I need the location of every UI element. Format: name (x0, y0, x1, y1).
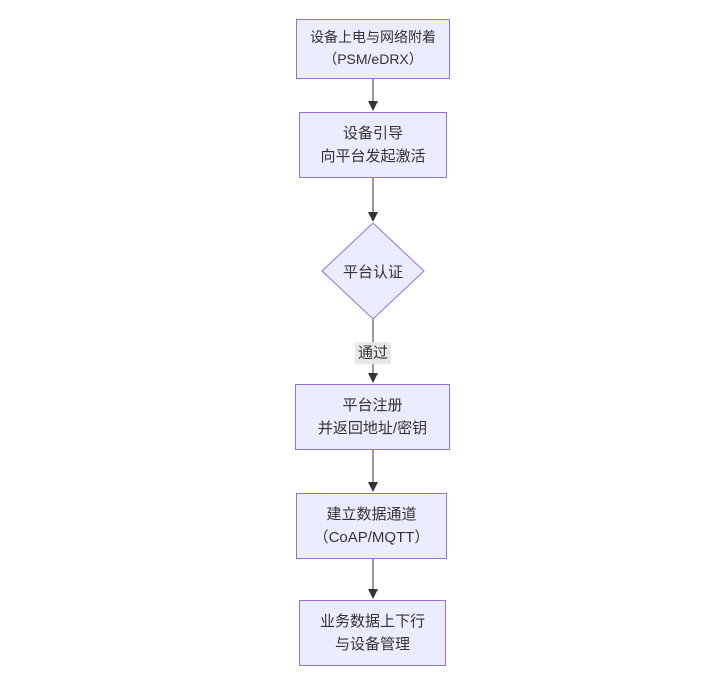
node-label-line: （PSM/eDRX） (323, 51, 423, 67)
node-label-line: （CoAP/MQTT） (313, 529, 430, 546)
node-bootstrap: 设备引导 向平台发起激活 (299, 112, 447, 178)
node-data-channel: 建立数据通道 （CoAP/MQTT） (296, 493, 447, 559)
node-label-line: 并返回地址/密钥 (317, 420, 428, 437)
node-label-line: 与设备管理 (334, 636, 410, 653)
node-label-line: 建立数据通道 (326, 505, 417, 523)
node-label-line: 平台注册 (342, 396, 403, 414)
edge-label-pass: 通过 (354, 342, 392, 364)
node-platform-register: 平台注册 并返回地址/密钥 (295, 384, 450, 450)
node-label-line: 设备引导 (342, 124, 403, 142)
node-label-line: 业务数据上下行 (319, 612, 425, 630)
node-label-line: 向平台发起激活 (320, 148, 426, 165)
node-label-line: 设备上电与网络附着 (310, 29, 436, 46)
node-business-data: 业务数据上下行 与设备管理 (299, 600, 446, 666)
node-power-attach: 设备上电与网络附着 （PSM/eDRX） (296, 19, 450, 79)
node-label-line: 平台认证 (342, 263, 403, 281)
node-platform-auth: 平台认证 (322, 223, 424, 319)
